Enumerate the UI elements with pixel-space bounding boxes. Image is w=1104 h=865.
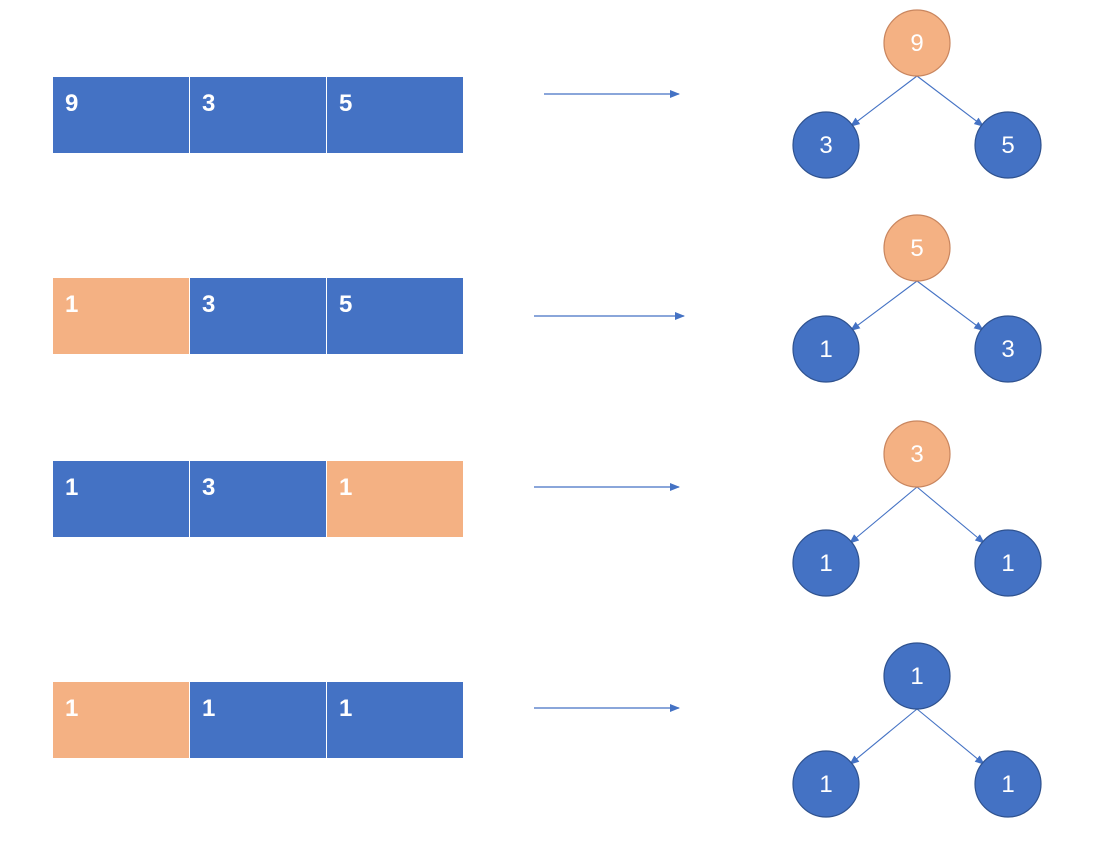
step-4: 1 1 1 1 1 1 xyxy=(53,642,1042,818)
array-cell xyxy=(190,77,326,153)
tree-node-right xyxy=(974,750,1042,818)
tree-node-value: 1 xyxy=(819,550,832,577)
tree-node-value: 3 xyxy=(819,132,832,159)
array-cell-value: 3 xyxy=(202,90,215,117)
tree-node-value: 1 xyxy=(819,336,832,363)
tree-node-value: 5 xyxy=(1001,132,1014,159)
step-2: 1 3 5 5 1 3 xyxy=(53,214,1042,383)
array-cell-value: 5 xyxy=(339,291,352,318)
tree-edge-left xyxy=(849,486,918,544)
array-cell xyxy=(190,682,326,758)
tree-node-value: 9 xyxy=(910,30,923,57)
tree-node-value: 3 xyxy=(910,441,923,468)
tree-node-value: 1 xyxy=(819,771,832,798)
array-cell xyxy=(327,682,463,758)
tree-edge-right xyxy=(916,708,985,765)
array-cell xyxy=(327,461,463,537)
array-cell xyxy=(190,278,326,354)
array-cell xyxy=(53,278,189,354)
tree-edge-left xyxy=(850,280,918,332)
array-cell-value: 3 xyxy=(202,291,215,318)
array-cell-value: 1 xyxy=(202,695,215,722)
tree-node-right xyxy=(974,111,1042,179)
tree-node-value: 3 xyxy=(1001,336,1014,363)
array-cell-value: 9 xyxy=(65,90,78,117)
tree-node-root xyxy=(883,9,951,77)
tree-node-root xyxy=(883,420,951,488)
tree-node-right xyxy=(974,529,1042,597)
array-cell-value: 1 xyxy=(339,474,352,501)
tree-edge-right xyxy=(916,280,984,332)
array-cell-value: 1 xyxy=(65,695,78,722)
tree-node-root xyxy=(883,642,951,710)
array-cell-value: 3 xyxy=(202,474,215,501)
array-cell-value: 1 xyxy=(65,291,78,318)
array-cell-value: 5 xyxy=(339,90,352,117)
array-cell xyxy=(190,461,326,537)
array-cell xyxy=(53,682,189,758)
tree-node-left xyxy=(792,750,860,818)
array-cell xyxy=(327,77,463,153)
steps-layer: 9 3 5 9 3 5 1 3 5 5 1 3 1 3 1 3 1 1 1 1 1 1 1 1 xyxy=(53,9,1042,818)
tree-edge-left xyxy=(849,708,918,765)
tree-node-value: 1 xyxy=(1001,550,1014,577)
tree-node-left xyxy=(792,111,860,179)
tree-node-left xyxy=(792,315,860,383)
tree-edge-right xyxy=(916,486,985,544)
array-cell xyxy=(327,278,463,354)
tree-edge-left xyxy=(849,75,918,127)
array-cell xyxy=(53,77,189,153)
tree-node-value: 1 xyxy=(910,663,923,690)
step-1: 9 3 5 9 3 5 xyxy=(53,9,1042,179)
tree-node-left xyxy=(792,529,860,597)
tree-node-value: 5 xyxy=(910,235,923,262)
array-cell-value: 1 xyxy=(65,474,78,501)
array-cell-value: 1 xyxy=(339,695,352,722)
tree-node-right xyxy=(974,315,1042,383)
step-3: 1 3 1 3 1 1 xyxy=(53,420,1042,597)
tree-node-value: 1 xyxy=(1001,771,1014,798)
tree-node-root xyxy=(883,214,951,282)
tree-edge-right xyxy=(916,75,985,127)
array-cell xyxy=(53,461,189,537)
